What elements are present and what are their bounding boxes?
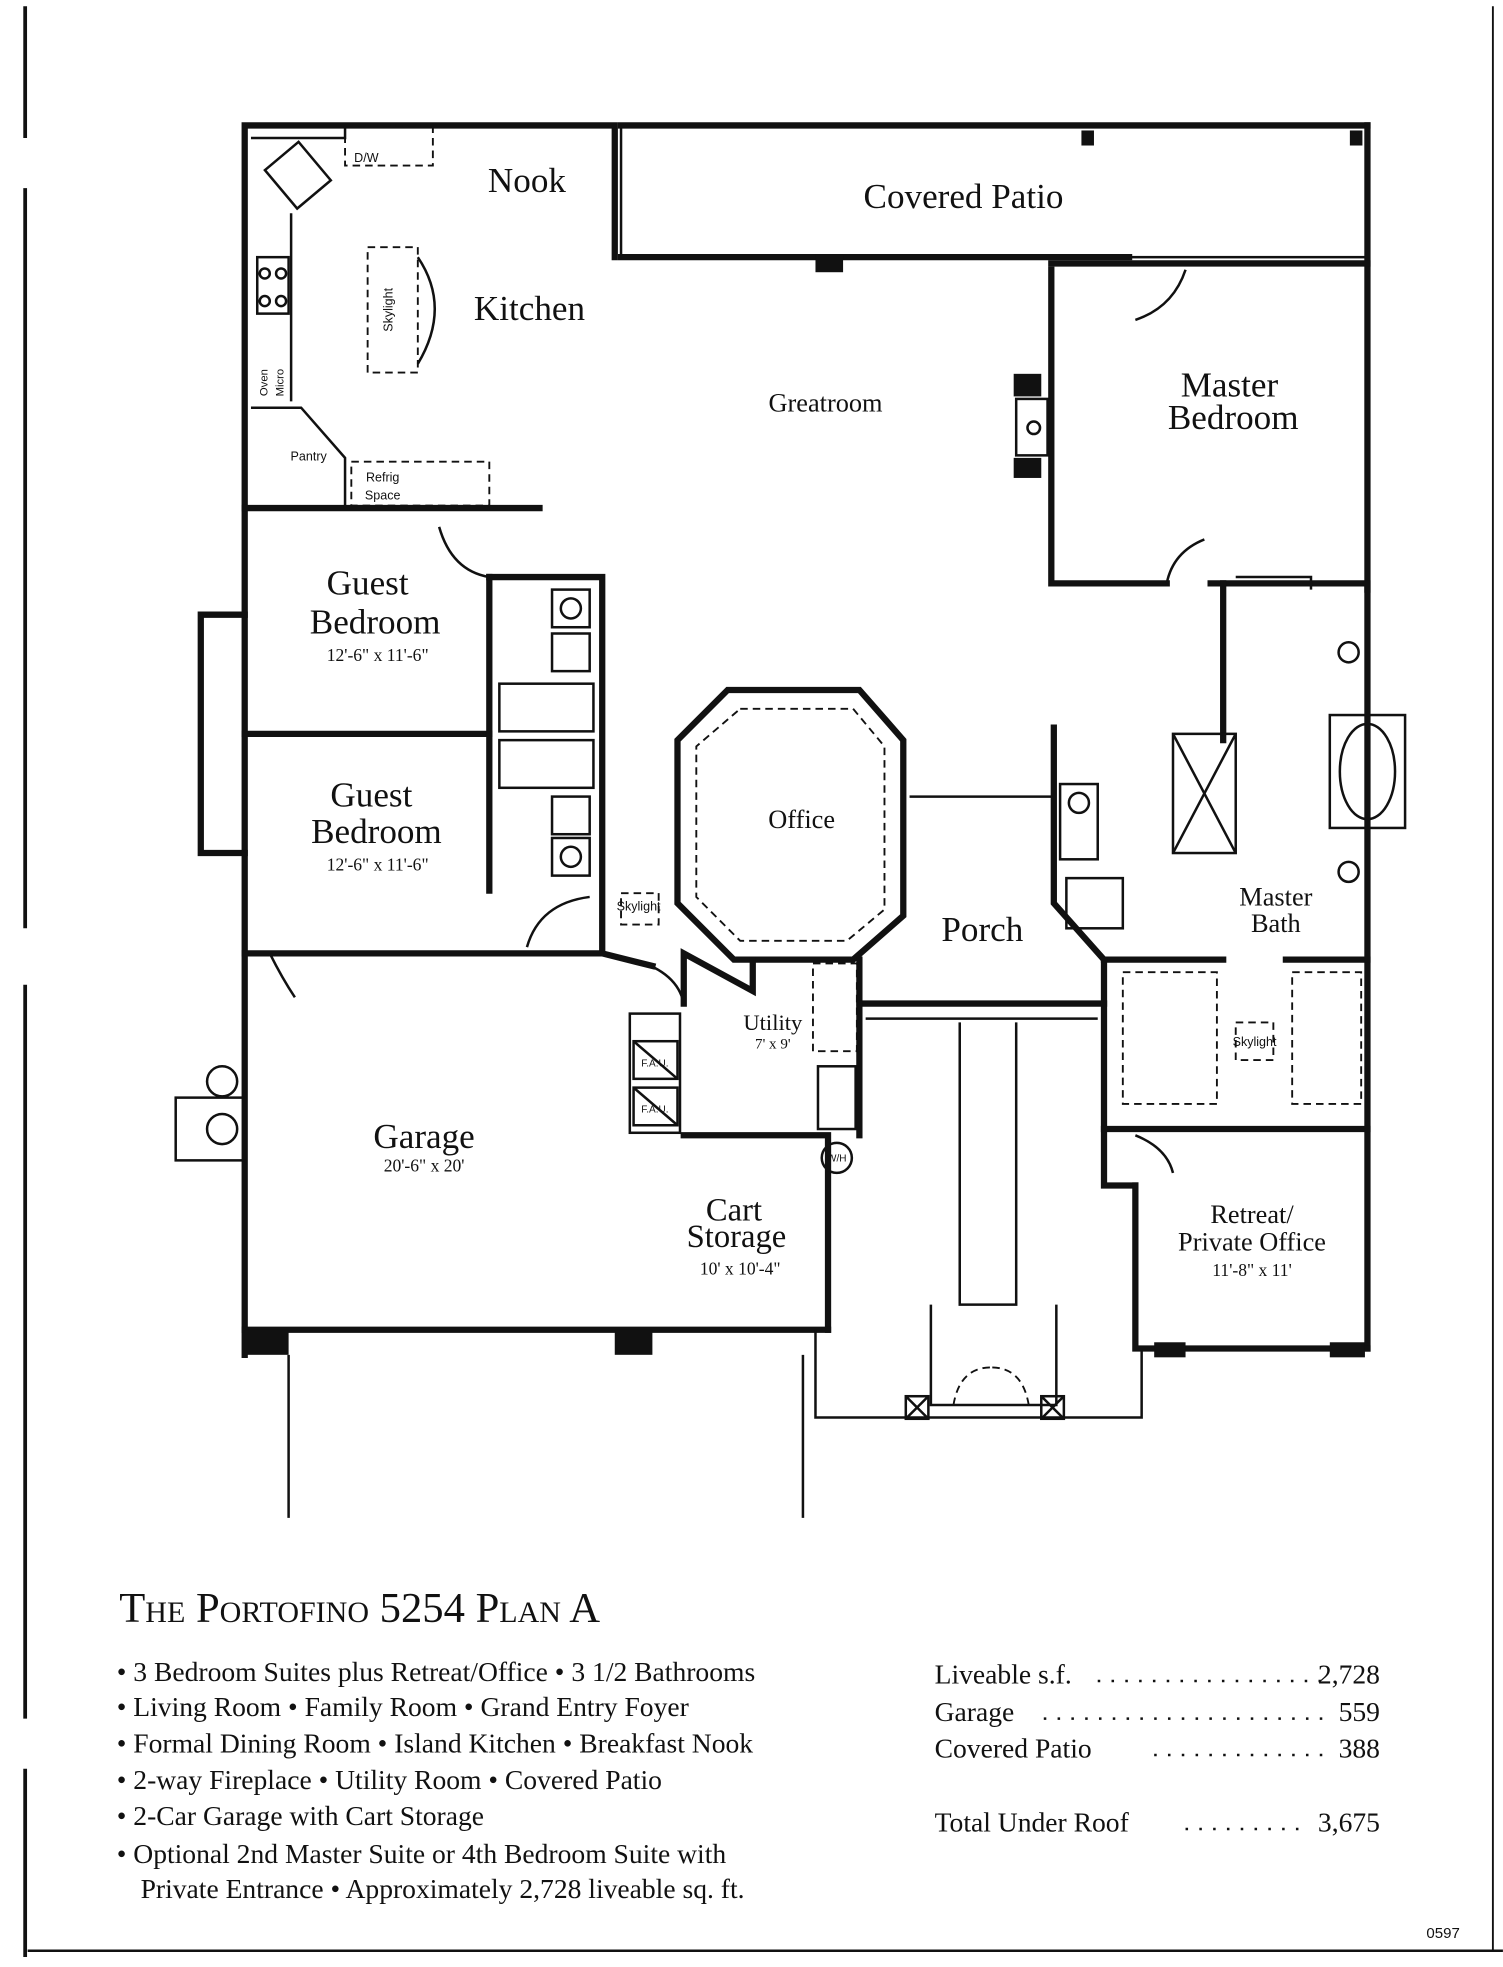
- pantry-label: Pantry: [291, 449, 328, 463]
- water-heater-label: W/H: [827, 1154, 846, 1165]
- room-dimension: 20'-6" x 20': [384, 1156, 465, 1176]
- fau-label: F.A.U.: [641, 1058, 668, 1069]
- dishwasher-label: D/W: [354, 151, 379, 165]
- room-guest-bedroom-2: Bedroom: [311, 812, 442, 851]
- page-code: 0597: [1426, 1925, 1459, 1942]
- room-guest-bedroom-1: Guest: [327, 564, 409, 603]
- room-retreat: Retreat/: [1210, 1200, 1294, 1229]
- room-greatroom: Greatroom: [768, 388, 883, 417]
- room-labels: Nook Covered Patio Kitchen Greatroom Mas…: [258, 151, 1326, 1280]
- room-porch: Porch: [941, 910, 1023, 949]
- room-garage: Garage: [373, 1117, 474, 1156]
- skylight-label: Skylight: [1233, 1035, 1277, 1049]
- feature-item: • Optional 2nd Master Suite or 4th Bedro…: [117, 1838, 727, 1869]
- oven-label: Oven: [258, 369, 270, 396]
- room-retreat: Private Office: [1178, 1228, 1326, 1257]
- room-cart-storage: Storage: [687, 1219, 787, 1255]
- room-cart-storage: Cart: [706, 1193, 762, 1229]
- stat-label: Covered Patio: [935, 1733, 1092, 1764]
- room-covered-patio: Covered Patio: [864, 177, 1064, 216]
- room-guest-bedroom-2: Guest: [330, 776, 412, 815]
- floor-plan: [174, 122, 1407, 1518]
- feature-item: Private Entrance • Approximately 2,728 l…: [141, 1873, 745, 1904]
- refrig-label: Space: [365, 488, 401, 502]
- stat-label: Liveable s.f.: [935, 1658, 1072, 1689]
- feature-list: • 3 Bedroom Suites plus Retreat/Office •…: [117, 1656, 755, 1904]
- room-nook: Nook: [488, 161, 566, 200]
- room-office: Office: [768, 805, 835, 834]
- room-guest-bedroom-1: Bedroom: [310, 603, 441, 642]
- skylight-label: Skylight: [617, 900, 661, 914]
- stat-label: Total Under Roof: [935, 1807, 1130, 1838]
- refrig-label: Refrig: [366, 471, 399, 485]
- feature-item: • 2-way Fireplace • Utility Room • Cover…: [117, 1764, 662, 1795]
- room-utility: Utility: [743, 1010, 803, 1035]
- room-dimension: 10' x 10'-4": [700, 1259, 781, 1279]
- room-master-bedroom: Master: [1181, 365, 1279, 404]
- room-dimension: 12'-6" x 11'-6": [327, 855, 429, 875]
- square-footage-table: Liveable s.f. 2,728 Garage 559 Covered P…: [935, 1658, 1380, 1837]
- room-master-bath: Master: [1239, 883, 1312, 912]
- feature-item: • 2-Car Garage with Cart Storage: [117, 1800, 484, 1831]
- room-kitchen: Kitchen: [474, 289, 586, 328]
- stat-value: 388: [1339, 1733, 1380, 1764]
- stat-value: 3,675: [1318, 1807, 1380, 1838]
- feature-item: • Formal Dining Room • Island Kitchen • …: [117, 1727, 754, 1758]
- plan-title: The Portofino 5254 Plan A: [119, 1585, 600, 1632]
- room-master-bedroom: Bedroom: [1168, 398, 1299, 437]
- room-dimension: 12'-6" x 11'-6": [327, 645, 429, 665]
- feature-item: • 3 Bedroom Suites plus Retreat/Office •…: [117, 1656, 755, 1687]
- fau-label: F.A.U.: [641, 1105, 668, 1116]
- skylight-label: Skylight: [382, 287, 396, 331]
- page-border: [23, 6, 1503, 1957]
- micro-label: Micro: [275, 369, 287, 397]
- room-dimension: 7' x 9': [755, 1037, 791, 1053]
- stat-value: 2,728: [1318, 1658, 1380, 1689]
- stat-label: Garage: [935, 1696, 1015, 1727]
- feature-item: • Living Room • Family Room • Grand Entr…: [117, 1691, 689, 1722]
- stat-value: 559: [1339, 1696, 1380, 1727]
- room-dimension: 11'-8" x 11': [1212, 1260, 1291, 1280]
- room-master-bath: Bath: [1251, 909, 1301, 938]
